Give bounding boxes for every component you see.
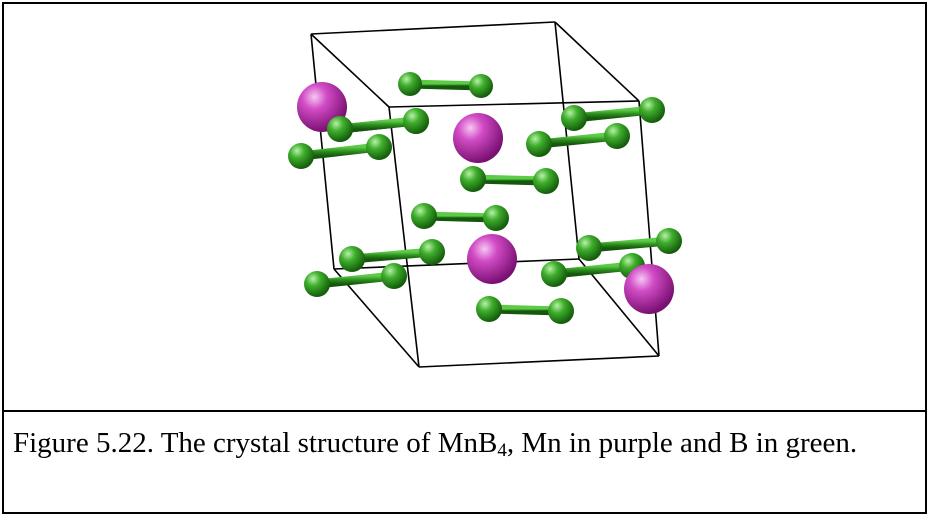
- caption-prefix: Figure 5.22. The crystal structure of Mn…: [13, 427, 498, 459]
- boron-atom: [398, 72, 422, 96]
- boron-atom: [656, 228, 682, 254]
- manganese-atom: [467, 234, 517, 284]
- caption-subscript: 4: [497, 440, 507, 461]
- boron-dimers: [288, 72, 682, 324]
- crystal-structure-svg: [288, 21, 682, 368]
- boron-atom: [460, 166, 486, 192]
- figure-caption: Figure 5.22. The crystal structure of Mn…: [13, 420, 913, 466]
- boron-atom: [339, 246, 365, 272]
- boron-dimers-front: [327, 108, 429, 142]
- boron-atom: [483, 205, 509, 231]
- manganese-atom: [453, 113, 503, 163]
- caption-suffix: , Mn in purple and B in green.: [506, 427, 858, 459]
- boron-atom: [604, 123, 630, 149]
- boron-atom: [304, 271, 330, 297]
- crystal-structure-image: [4, 4, 925, 410]
- boron-atom: [526, 131, 552, 157]
- boron-atom: [548, 298, 574, 324]
- boron-atom: [327, 116, 353, 142]
- boron-atom: [469, 74, 493, 98]
- boron-atom: [541, 261, 567, 287]
- caption-divider: [4, 410, 925, 412]
- boron-atom: [533, 168, 559, 194]
- boron-atom: [403, 108, 429, 134]
- boron-atom: [576, 235, 602, 261]
- boron-atom: [419, 239, 445, 265]
- boron-atom: [561, 105, 587, 131]
- boron-atom: [639, 97, 665, 123]
- manganese-atom: [624, 264, 674, 314]
- boron-atom: [411, 203, 437, 229]
- boron-atom: [476, 296, 502, 322]
- boron-atom: [288, 143, 314, 169]
- boron-atom: [381, 263, 407, 289]
- boron-atom: [366, 134, 392, 160]
